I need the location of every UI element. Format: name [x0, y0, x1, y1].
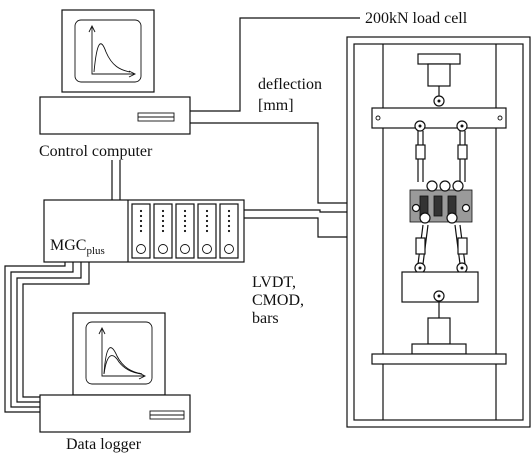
- deflection-label: deflection: [258, 76, 322, 93]
- load-cell-label: 200kN load cell: [365, 10, 468, 27]
- deflection-unit-label: [mm]: [258, 97, 294, 114]
- testing-frame: [346, 36, 531, 428]
- multi-curve-icon: [98, 326, 147, 380]
- cmod-label: CMOD,: [252, 292, 304, 309]
- control-computer-label: Control computer: [39, 143, 153, 160]
- specimen-block: [409, 180, 473, 224]
- data-logger-label: Data logger: [66, 436, 142, 453]
- mgc-plus-amplifier: MGCplus: [43, 199, 245, 263]
- mgc-label: MGCplus: [50, 237, 105, 257]
- lvdt-label: LVDT,: [252, 274, 296, 291]
- control-computer: Control computer: [39, 9, 191, 160]
- mgc-channel-modules: [131, 203, 239, 259]
- logger-cpu: [39, 394, 191, 433]
- upper-beam: [371, 107, 507, 129]
- data-logger-cables: [4, 262, 90, 413]
- logger-monitor: [72, 312, 166, 396]
- sensor-labels: LVDT, CMOD, bars: [252, 274, 304, 327]
- control-monitor: [61, 9, 155, 93]
- data-logger: Data logger: [39, 312, 191, 453]
- control-cpu: [39, 96, 191, 135]
- load-curve-icon: [88, 24, 137, 78]
- bars-label: bars: [252, 310, 279, 327]
